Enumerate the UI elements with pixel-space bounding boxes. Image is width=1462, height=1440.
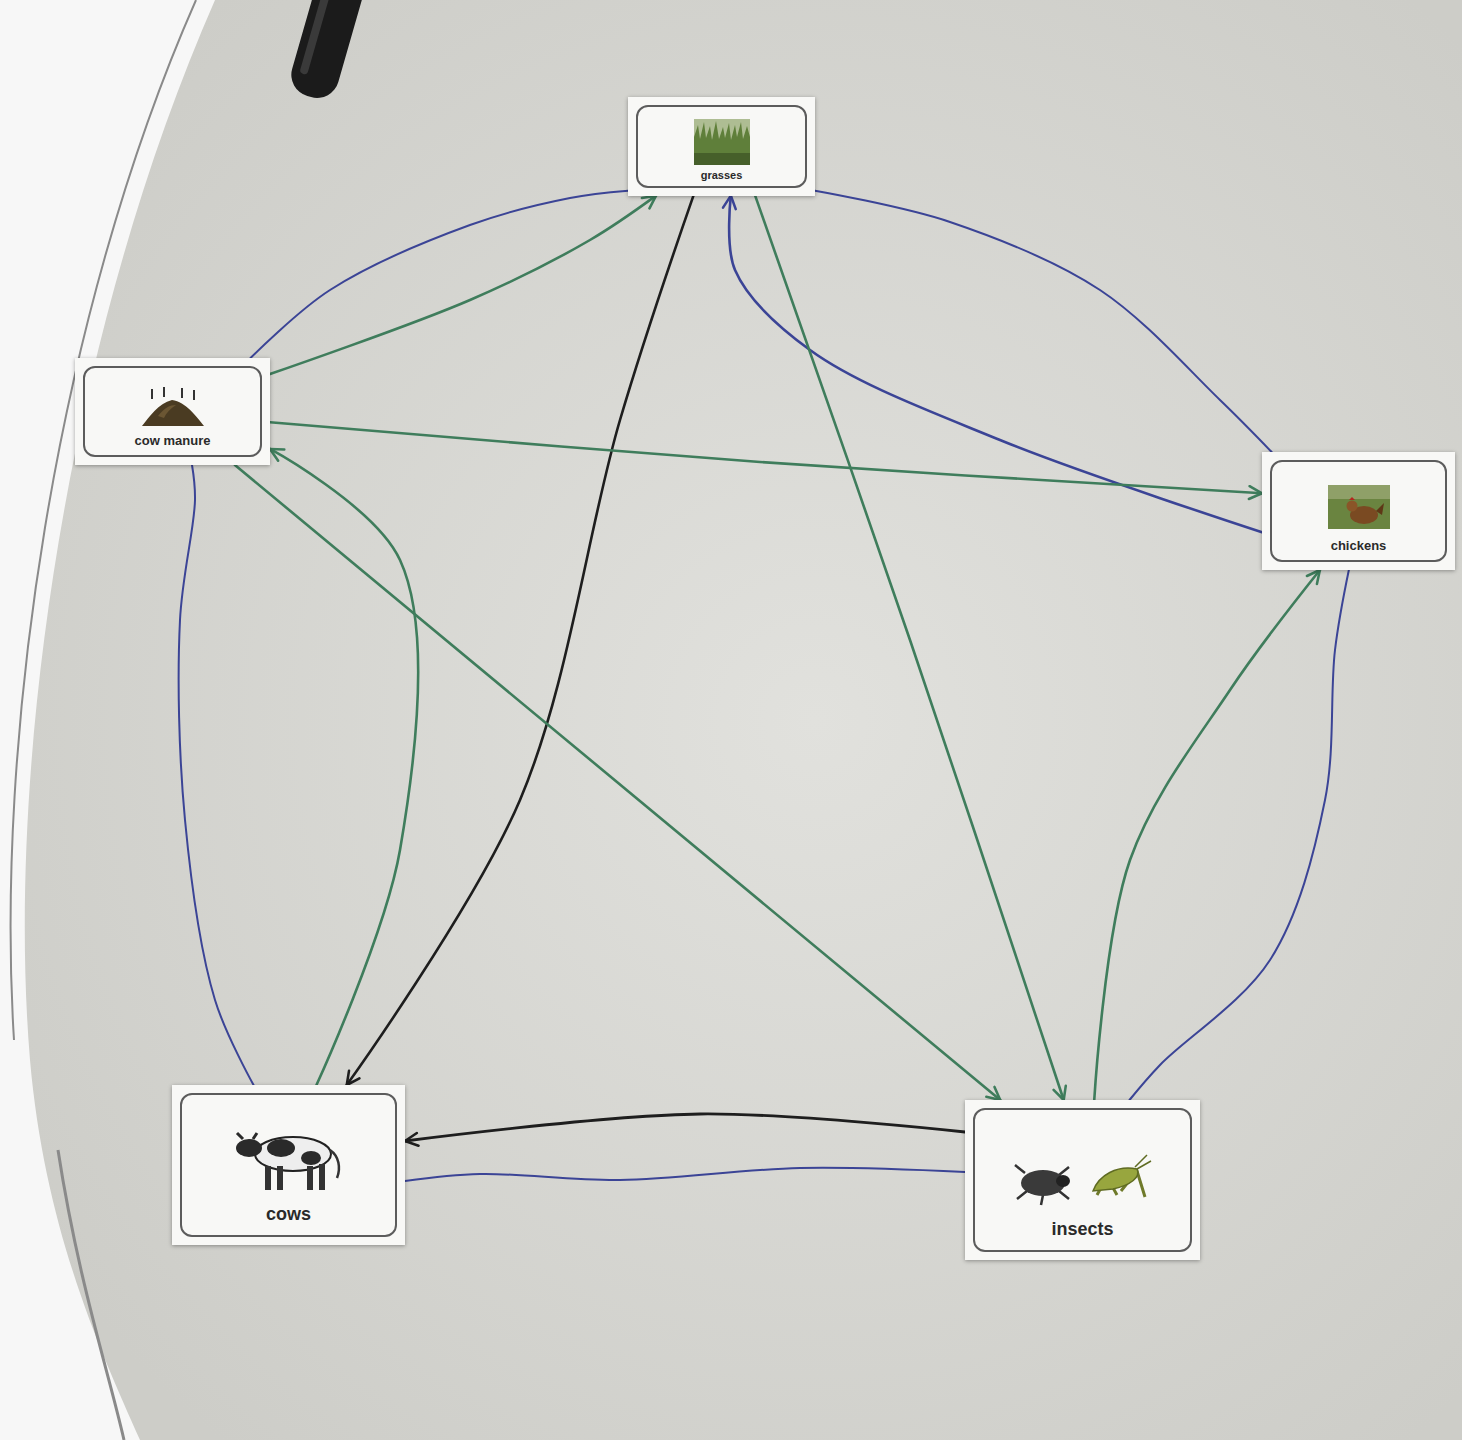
cow-patch [267, 1139, 295, 1157]
slide-arc [11, 0, 196, 1040]
chicken-head [1346, 501, 1357, 512]
manure-icon [138, 386, 208, 428]
slide-arc [58, 1150, 124, 1440]
cow-leg [319, 1164, 325, 1190]
grass-blades [694, 121, 750, 165]
cow-tail [330, 1150, 339, 1178]
feeding-arrow [347, 196, 694, 1085]
cow-leg [277, 1166, 283, 1190]
feeding-arrow [729, 196, 1262, 533]
fly-marks [152, 387, 194, 400]
marker-pen [286, 0, 373, 103]
cycle-arc [251, 191, 629, 358]
cycle-arc [1130, 570, 1349, 1100]
card-label: cows [266, 1204, 311, 1225]
card-label: chickens [1331, 539, 1387, 554]
cow-leg [265, 1166, 271, 1190]
feeding-arrow [1094, 570, 1320, 1100]
manure-pile [142, 400, 204, 426]
card-label: cow manure [135, 434, 211, 449]
beetle-head [1056, 1175, 1070, 1187]
cow-head [236, 1139, 262, 1157]
manure-shine [158, 405, 176, 418]
cow-icon [229, 1124, 349, 1196]
picture-card: chickens [1262, 452, 1455, 570]
card-label: grasses [701, 169, 743, 182]
cycle-arc [405, 1168, 965, 1181]
picture-card: grasses [628, 97, 815, 196]
beetle-legs [1015, 1165, 1069, 1205]
cow-leg [307, 1166, 313, 1190]
feeding-arrow [270, 422, 1262, 493]
grasshopper-antennae [1135, 1155, 1151, 1169]
picture-card: cow manure [75, 358, 270, 465]
insects-icon [1013, 1151, 1153, 1207]
feeding-arrow [755, 196, 1064, 1100]
grass-icon [694, 119, 750, 165]
grasshopper-body [1093, 1168, 1138, 1191]
picture-card: insects [965, 1100, 1200, 1260]
feeding-arrow [270, 449, 418, 1085]
card-label: insects [1051, 1219, 1113, 1240]
cow-horns [237, 1133, 257, 1139]
paper-sheet [25, 0, 1462, 1440]
picture-card: cows [172, 1085, 405, 1245]
cycle-arc [179, 465, 254, 1085]
cow-patch [301, 1151, 321, 1165]
chicken-tail [1376, 503, 1384, 515]
chicken-icon [1328, 485, 1390, 529]
pen-body [286, 0, 373, 103]
feeding-arrow [405, 1114, 965, 1141]
chicken-comb [1349, 497, 1355, 500]
pen-shine [299, 0, 337, 75]
feeding-arrow [270, 196, 656, 374]
chicken-field [1328, 485, 1390, 529]
grass-ground [694, 153, 750, 165]
grass-sky [694, 119, 750, 165]
cycle-arc [815, 191, 1272, 452]
chicken-sky [1328, 485, 1390, 499]
